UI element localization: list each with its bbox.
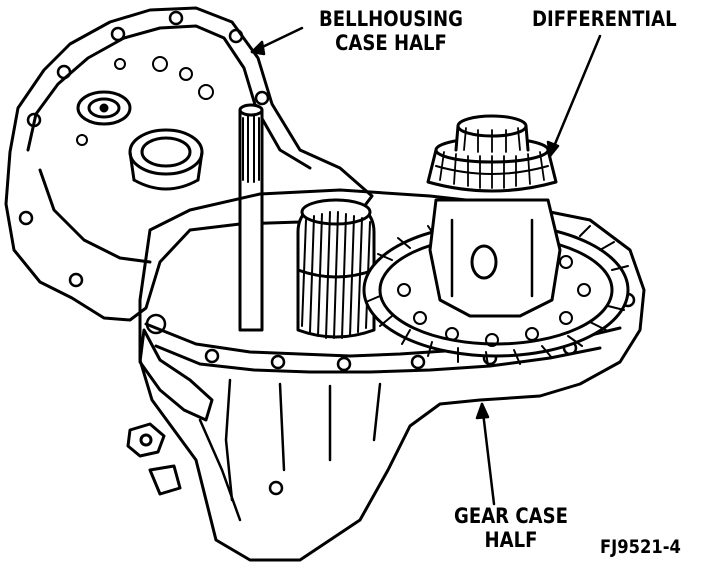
bellhousing-label-line1: BELLHOUSING [319, 7, 463, 31]
ring-gear-bolts [397, 255, 591, 347]
gear-cluster [296, 198, 376, 339]
differential-leader [548, 34, 602, 158]
figure-id-text: FJ9521-4 [600, 536, 681, 558]
differential-label-text: DIFFERENTIAL [532, 7, 677, 31]
differential-assembly [362, 114, 630, 367]
input-seal [76, 90, 132, 126]
gear-case-label-line1: GEAR CASE [454, 504, 568, 528]
shift-bracket [126, 328, 214, 496]
gear-case-leader [480, 402, 496, 506]
ring-gear-teeth [365, 225, 629, 367]
bellhousing-output-bore [128, 128, 204, 191]
bellhousing-case-half-label: BELLHOUSING CASE HALF [309, 7, 472, 55]
bellhousing-label-line2: CASE HALF [335, 31, 447, 55]
bellhousing-fasteners [76, 56, 214, 146]
bellhousing-case-half [4, 6, 374, 322]
bellhousing-arrowhead [250, 40, 266, 56]
differential-bearing [426, 114, 558, 193]
gear-case-label-line2: HALF [484, 528, 538, 552]
gear-case-half-label: GEAR CASE HALF [438, 504, 584, 552]
figure-id-label: FJ9521-4 [600, 535, 689, 559]
gear-case-arrowhead [475, 402, 490, 420]
input-shaft [238, 103, 264, 332]
bellhousing-bolts [18, 10, 270, 288]
leader-lines [250, 26, 602, 506]
differential-label: DIFFERENTIAL [532, 7, 677, 31]
differential-arrowhead [546, 140, 560, 158]
